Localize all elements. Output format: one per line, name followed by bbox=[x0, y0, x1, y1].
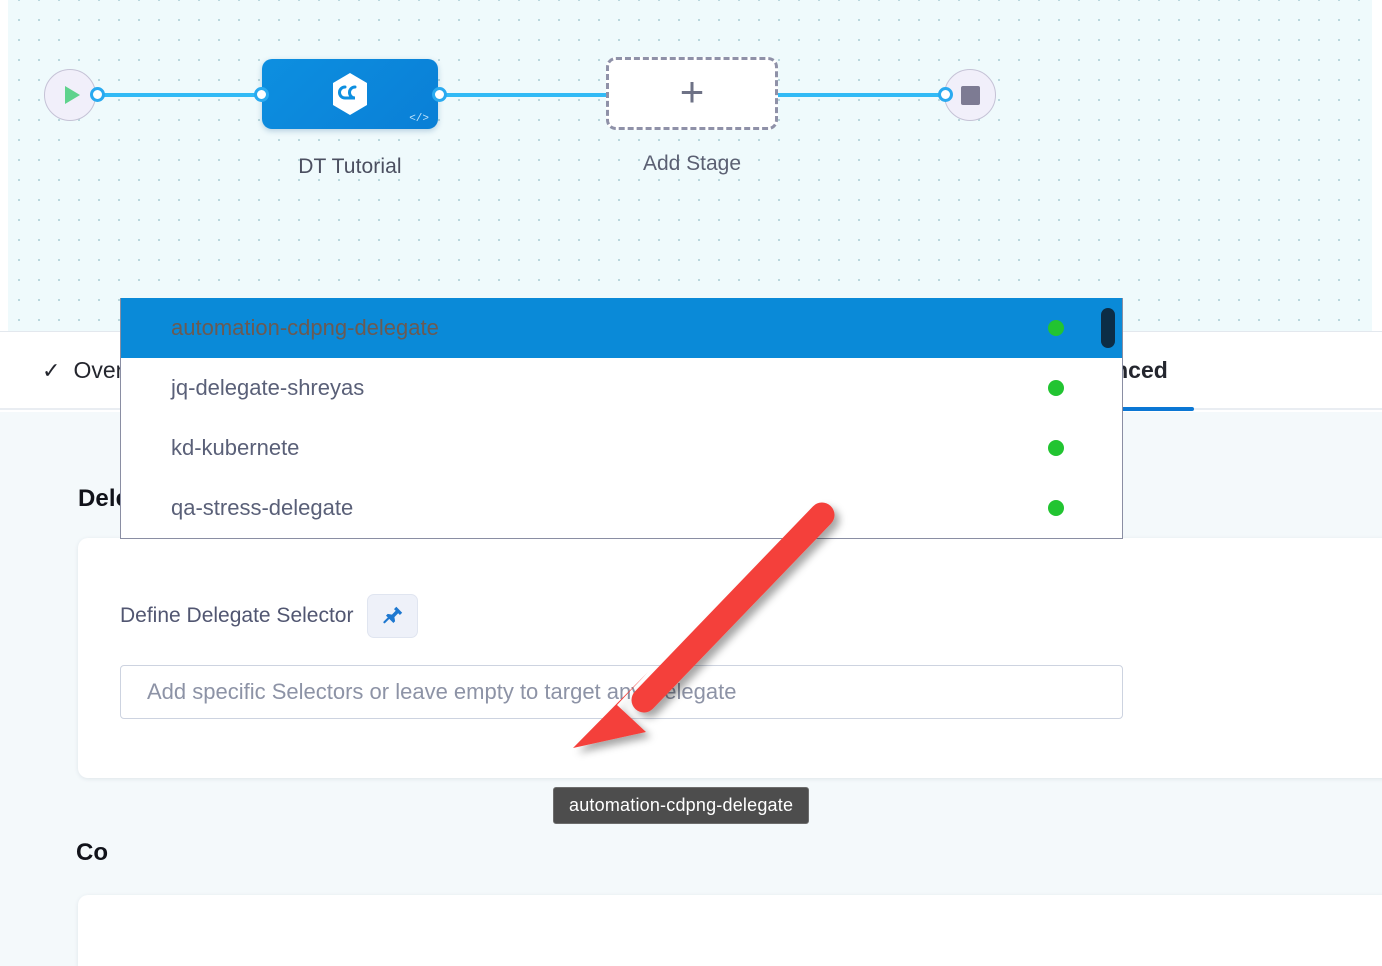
list-item-label: automation-cdpng-delegate bbox=[171, 315, 439, 340]
list-item-label: kd-kubernete bbox=[171, 435, 300, 460]
conditional-execution-card bbox=[78, 895, 1382, 966]
port-start-out[interactable] bbox=[90, 87, 105, 102]
check-icon: ✓ bbox=[42, 357, 61, 383]
list-item[interactable]: qa-stress-delegate bbox=[121, 478, 1122, 538]
dropdown-scrollbar-thumb[interactable] bbox=[1101, 308, 1115, 348]
stage-node-dt-tutorial[interactable]: </> bbox=[262, 59, 438, 129]
delegate-selector-input[interactable]: Add specific Selectors or leave empty to… bbox=[120, 665, 1123, 719]
connector-stage-to-add bbox=[432, 93, 624, 97]
canvas-right-gutter bbox=[1372, 0, 1382, 331]
port-stage-in[interactable] bbox=[254, 87, 269, 102]
status-dot-connected bbox=[1048, 380, 1064, 396]
harness-hexagon-icon bbox=[333, 73, 367, 115]
port-end-in[interactable] bbox=[938, 87, 953, 102]
pipeline-canvas[interactable]: </> DT Tutorial + Add Stage bbox=[0, 0, 1382, 332]
list-item-label: jq-delegate-shreyas bbox=[171, 375, 365, 400]
list-item[interactable]: kd-kubernete bbox=[121, 418, 1122, 478]
pushpin-button[interactable] bbox=[367, 594, 419, 638]
list-item[interactable]: jq-delegate-shreyas bbox=[121, 358, 1122, 418]
status-dot-connected bbox=[1048, 440, 1064, 456]
plus-icon: + bbox=[679, 67, 705, 115]
code-icon: </> bbox=[409, 113, 429, 125]
add-stage-label: Add Stage bbox=[642, 152, 742, 175]
add-stage-node[interactable]: + bbox=[606, 57, 778, 130]
status-dot-connected bbox=[1048, 320, 1064, 336]
stage-node-label: DT Tutorial bbox=[298, 155, 402, 178]
pipeline-start-node[interactable] bbox=[44, 69, 96, 121]
delegate-selector-card: Define Delegate Selector Add specific Se… bbox=[78, 538, 1382, 778]
canvas-left-gutter bbox=[0, 0, 8, 331]
define-delegate-selector-row: Define Delegate Selector bbox=[120, 594, 419, 638]
delegate-tooltip: automation-cdpng-delegate bbox=[553, 787, 810, 824]
port-stage-out[interactable] bbox=[432, 87, 447, 102]
connector-start-to-stage bbox=[96, 93, 268, 97]
delegate-selector-placeholder: Add specific Selectors or leave empty to… bbox=[147, 679, 737, 704]
list-item-label: qa-stress-delegate bbox=[171, 495, 354, 520]
stop-icon bbox=[960, 85, 980, 105]
delegate-selector-dropdown[interactable]: automation-cdpng-delegate jq-delegate-sh… bbox=[120, 298, 1123, 539]
pushpin-icon bbox=[383, 606, 403, 624]
page-title-secondary: Co bbox=[76, 839, 108, 866]
status-dot-connected bbox=[1048, 500, 1064, 516]
define-delegate-selector-label: Define Delegate Selector bbox=[120, 604, 354, 627]
connector-add-to-end bbox=[760, 93, 956, 97]
play-icon bbox=[65, 86, 80, 104]
list-item[interactable]: automation-cdpng-delegate bbox=[121, 298, 1122, 358]
